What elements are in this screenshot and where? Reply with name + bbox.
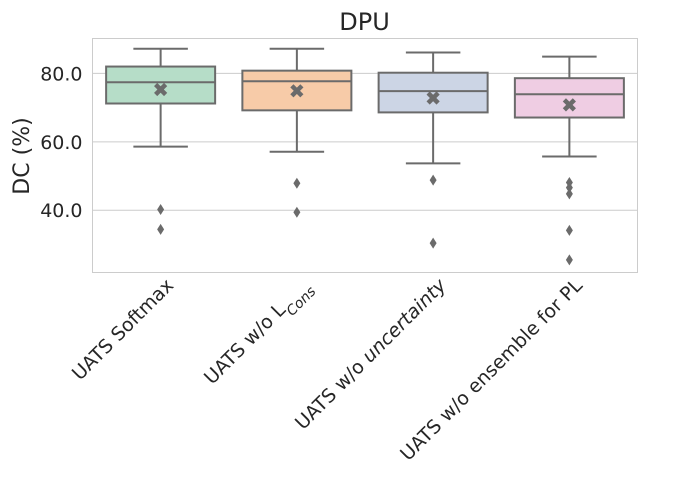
outlier-point bbox=[565, 254, 573, 266]
outlier-point bbox=[293, 177, 301, 189]
y-tick-label: 40.0 bbox=[40, 200, 82, 222]
y-tick-label: 60.0 bbox=[40, 132, 82, 154]
mean-marker-stroke bbox=[154, 82, 168, 97]
boxplot-3 bbox=[377, 51, 489, 249]
mean-marker bbox=[426, 91, 440, 105]
boxplots bbox=[105, 47, 625, 266]
outlier-point bbox=[565, 224, 573, 236]
outlier-point bbox=[565, 188, 573, 200]
mean-marker-stroke bbox=[290, 84, 304, 98]
mean-marker-stroke bbox=[426, 91, 440, 105]
outlier-point bbox=[157, 204, 165, 216]
y-tick-label: 80.0 bbox=[40, 63, 82, 85]
y-axis-ticks: 40.0 60.0 80.0 bbox=[40, 63, 82, 222]
outlier-point bbox=[293, 206, 301, 218]
mean-marker bbox=[154, 82, 168, 97]
boxplot-4 bbox=[513, 55, 625, 266]
plot-frame bbox=[92, 38, 638, 273]
outlier-point bbox=[429, 237, 437, 249]
outlier-point bbox=[565, 182, 573, 194]
iqr-box bbox=[105, 65, 217, 105]
boxplot-2 bbox=[241, 47, 353, 218]
iqr-box bbox=[513, 77, 625, 119]
y-axis-label: DC (%) bbox=[10, 117, 35, 194]
outlier-point bbox=[157, 223, 165, 235]
chart-title: DPU bbox=[339, 8, 390, 36]
x-tick-label: UATS w/o LCons bbox=[200, 274, 319, 393]
mean-marker bbox=[290, 84, 304, 98]
iqr-box bbox=[377, 71, 489, 114]
boxplot-1 bbox=[105, 47, 217, 235]
outlier-point bbox=[429, 174, 437, 186]
mean-marker-stroke bbox=[562, 98, 576, 112]
mean-marker bbox=[562, 98, 576, 112]
x-tick-label: UATS Softmax bbox=[68, 274, 178, 384]
